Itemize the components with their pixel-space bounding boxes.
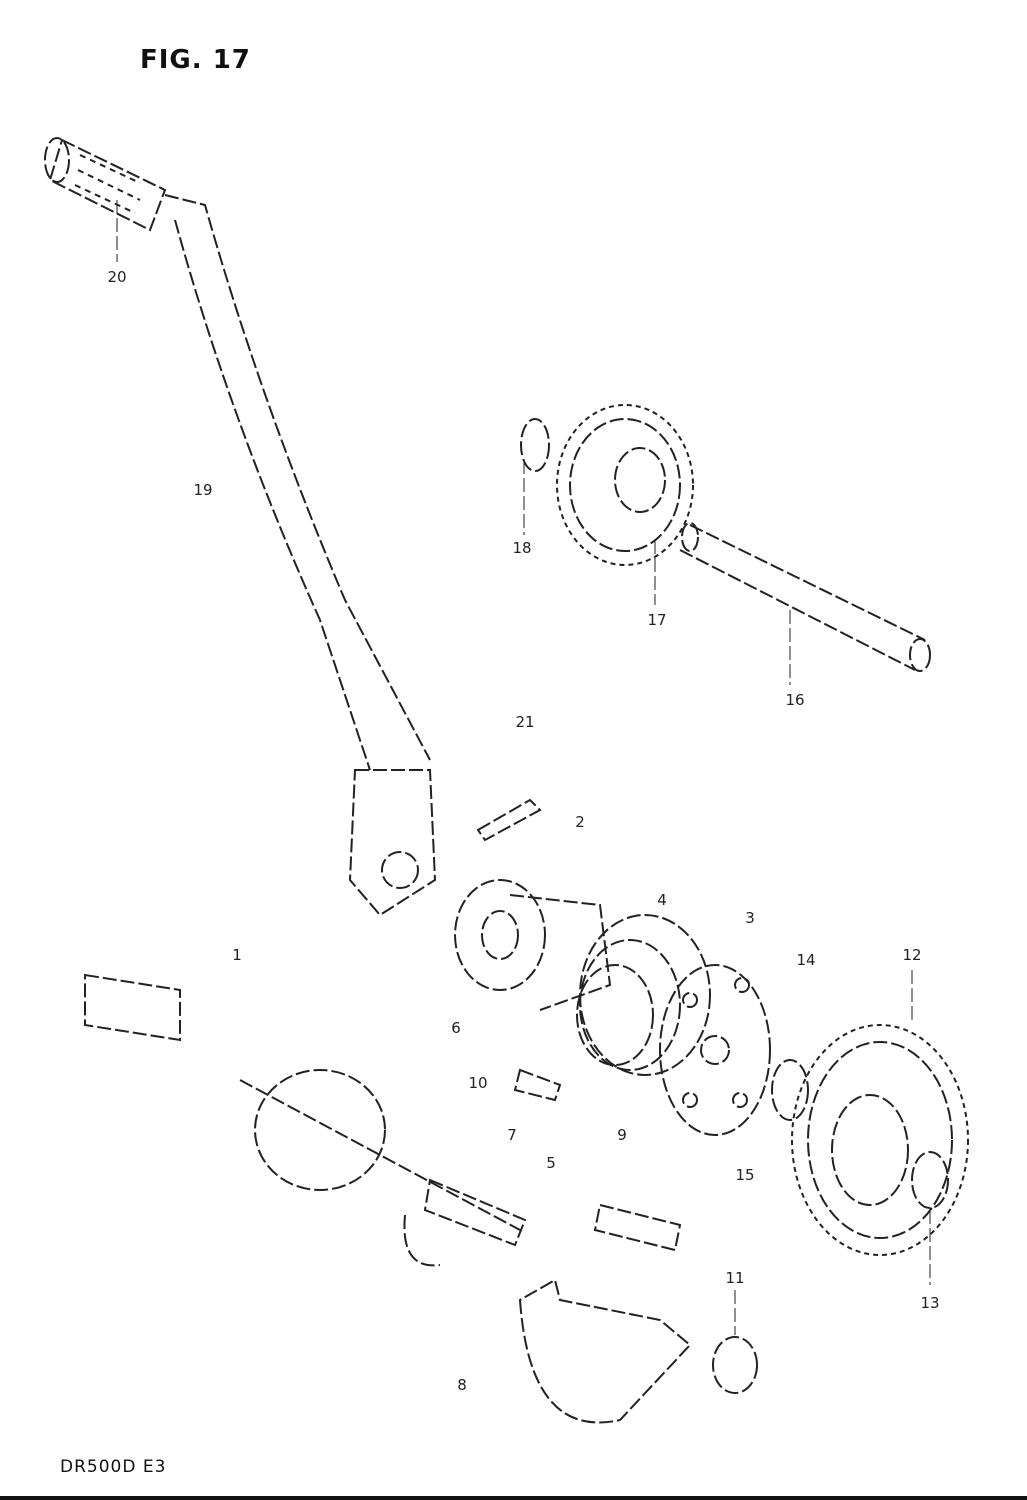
- kick-starter-spring: [576, 914, 711, 1076]
- kick-lever-grip: [44, 137, 167, 232]
- kick-starter-driven-gear: [791, 970, 969, 1256]
- washer: [771, 1059, 809, 1121]
- gear-circlip: [911, 1151, 949, 1209]
- callout-21: 21: [515, 713, 535, 731]
- kick-drive-gear: [454, 879, 612, 1011]
- stopper-washer: [712, 1336, 758, 1394]
- callout-4: 4: [657, 891, 667, 909]
- kick-starter-shaft: [84, 973, 527, 1267]
- kick-starter-lever: [116, 194, 437, 917]
- callout-17: 17: [647, 611, 667, 629]
- kick-stopper: [518, 1278, 692, 1424]
- model-code: DR500D E3: [60, 1457, 167, 1477]
- callout-2: 2: [575, 813, 585, 831]
- callout-15: 15: [735, 1166, 755, 1184]
- bottom-border: [0, 1496, 1027, 1500]
- callout-12: 12: [902, 946, 922, 964]
- clamp-bolt: [476, 798, 542, 842]
- callout-8: 8: [457, 1376, 467, 1394]
- callout-11: 11: [725, 1269, 745, 1287]
- callout-10: 10: [468, 1074, 488, 1092]
- kick-idle-gear: [556, 404, 694, 605]
- callout-13: 13: [920, 1294, 940, 1312]
- circlip: [520, 418, 550, 472]
- guide-pin: [513, 1068, 562, 1102]
- callout-5: 5: [546, 1154, 556, 1172]
- callout-1: 1: [232, 946, 242, 964]
- callout-18: 18: [512, 539, 532, 557]
- callout-3: 3: [745, 909, 755, 927]
- callout-19: 19: [193, 481, 213, 499]
- callout-7: 7: [507, 1126, 517, 1144]
- figure-title: FIG. 17: [140, 45, 251, 75]
- callout-14: 14: [796, 951, 816, 969]
- callout-6: 6: [451, 1019, 461, 1037]
- idle-gear-shaft: [679, 522, 931, 685]
- callout-9: 9: [617, 1126, 627, 1144]
- spring-guide-plate: [659, 964, 771, 1136]
- callout-16: 16: [785, 691, 805, 709]
- callout-20: 20: [107, 268, 127, 286]
- stopper-bolt: [593, 1203, 682, 1252]
